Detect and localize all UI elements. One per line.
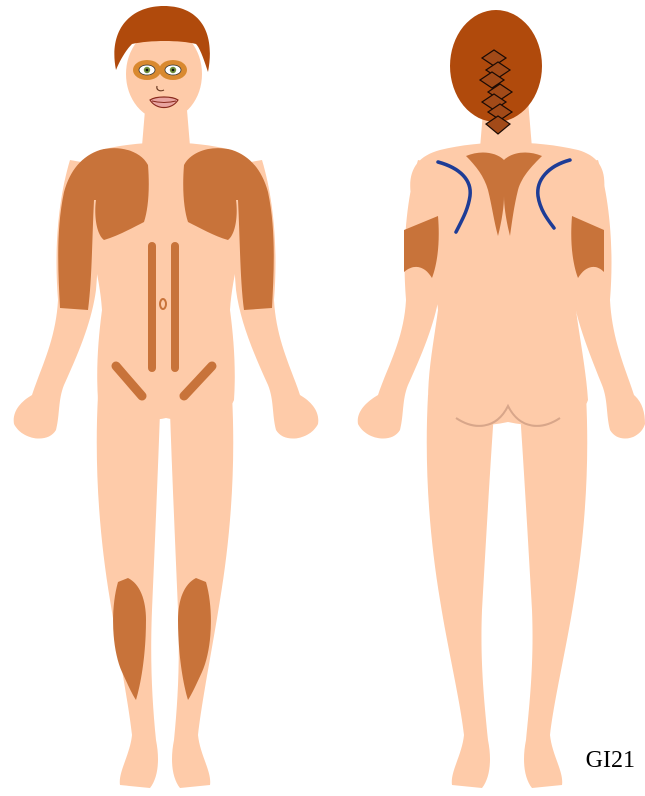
back-right-leg <box>520 395 587 788</box>
front-abdomen-left-line <box>148 242 156 372</box>
front-abdomen-right-line <box>171 242 179 372</box>
back-figure <box>358 10 645 788</box>
figure-code-label: GI21 <box>586 747 635 774</box>
front-figure <box>14 6 319 788</box>
back-left-leg <box>427 395 494 788</box>
